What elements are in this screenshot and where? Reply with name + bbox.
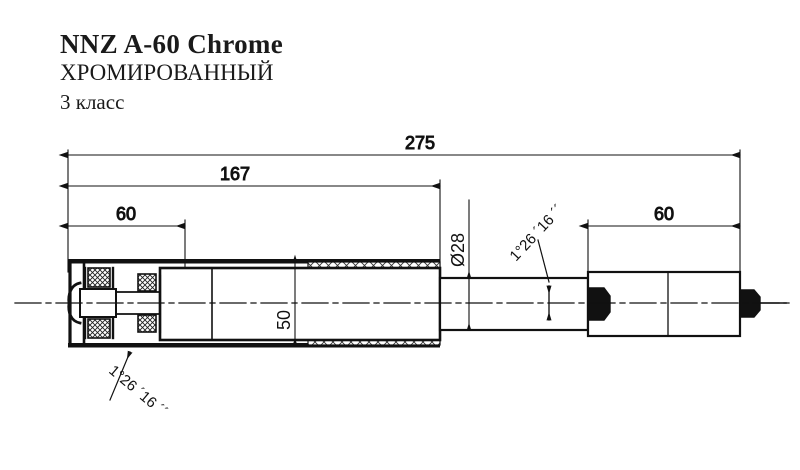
dimension-value-50: 50 bbox=[274, 310, 294, 330]
dimension-overall-275: 275 bbox=[58, 133, 741, 273]
taper-leader-top bbox=[537, 239, 552, 321]
collar-shape bbox=[587, 287, 611, 321]
dimension-value-167: 167 bbox=[220, 164, 250, 184]
dimension-value-right-60: 60 bbox=[654, 204, 674, 224]
dimension-167: 167 bbox=[58, 164, 441, 269]
rod-upper-segment bbox=[438, 276, 590, 332]
seal-upper bbox=[137, 273, 157, 292]
dimension-left-60: 60 bbox=[58, 204, 186, 269]
outer-tube-top-wall bbox=[68, 259, 440, 264]
class-label: 3 класс bbox=[60, 89, 125, 114]
finish-label: ХРОМИРОВАННЫЙ bbox=[60, 60, 274, 86]
title-block: NNZ A-60 Chrome ХРОМИРОВАННЫЙ 3 класс bbox=[60, 30, 480, 114]
end-stub-shape bbox=[739, 289, 761, 318]
leader-line bbox=[537, 239, 550, 283]
cylinder-body bbox=[158, 266, 442, 342]
seal-lower bbox=[137, 314, 157, 333]
page-title: NNZ A-60 Chrome bbox=[60, 29, 283, 59]
dimension-value-left-60: 60 bbox=[116, 204, 136, 224]
dimension-right-60: 60 bbox=[578, 204, 741, 273]
cylinder-body-outline bbox=[158, 266, 442, 342]
dimension-value-rod-diameter: Ø28 bbox=[448, 233, 468, 267]
taper-angle-bottom: 1°26 ´16 ´´ bbox=[105, 362, 170, 421]
bushing-lower bbox=[87, 318, 111, 339]
rod-lower-segment bbox=[586, 270, 742, 338]
taper-leader-bottom bbox=[109, 350, 133, 401]
dimension-value-275: 275 bbox=[405, 133, 435, 153]
taper-angle-top: 1°26 ´16 ´´ bbox=[506, 201, 567, 265]
piston-rod bbox=[438, 270, 742, 338]
rod-collar bbox=[587, 287, 611, 321]
bushing-upper bbox=[87, 267, 111, 288]
leader-line bbox=[109, 350, 133, 401]
outer-tube-bottom-wall bbox=[68, 343, 440, 348]
